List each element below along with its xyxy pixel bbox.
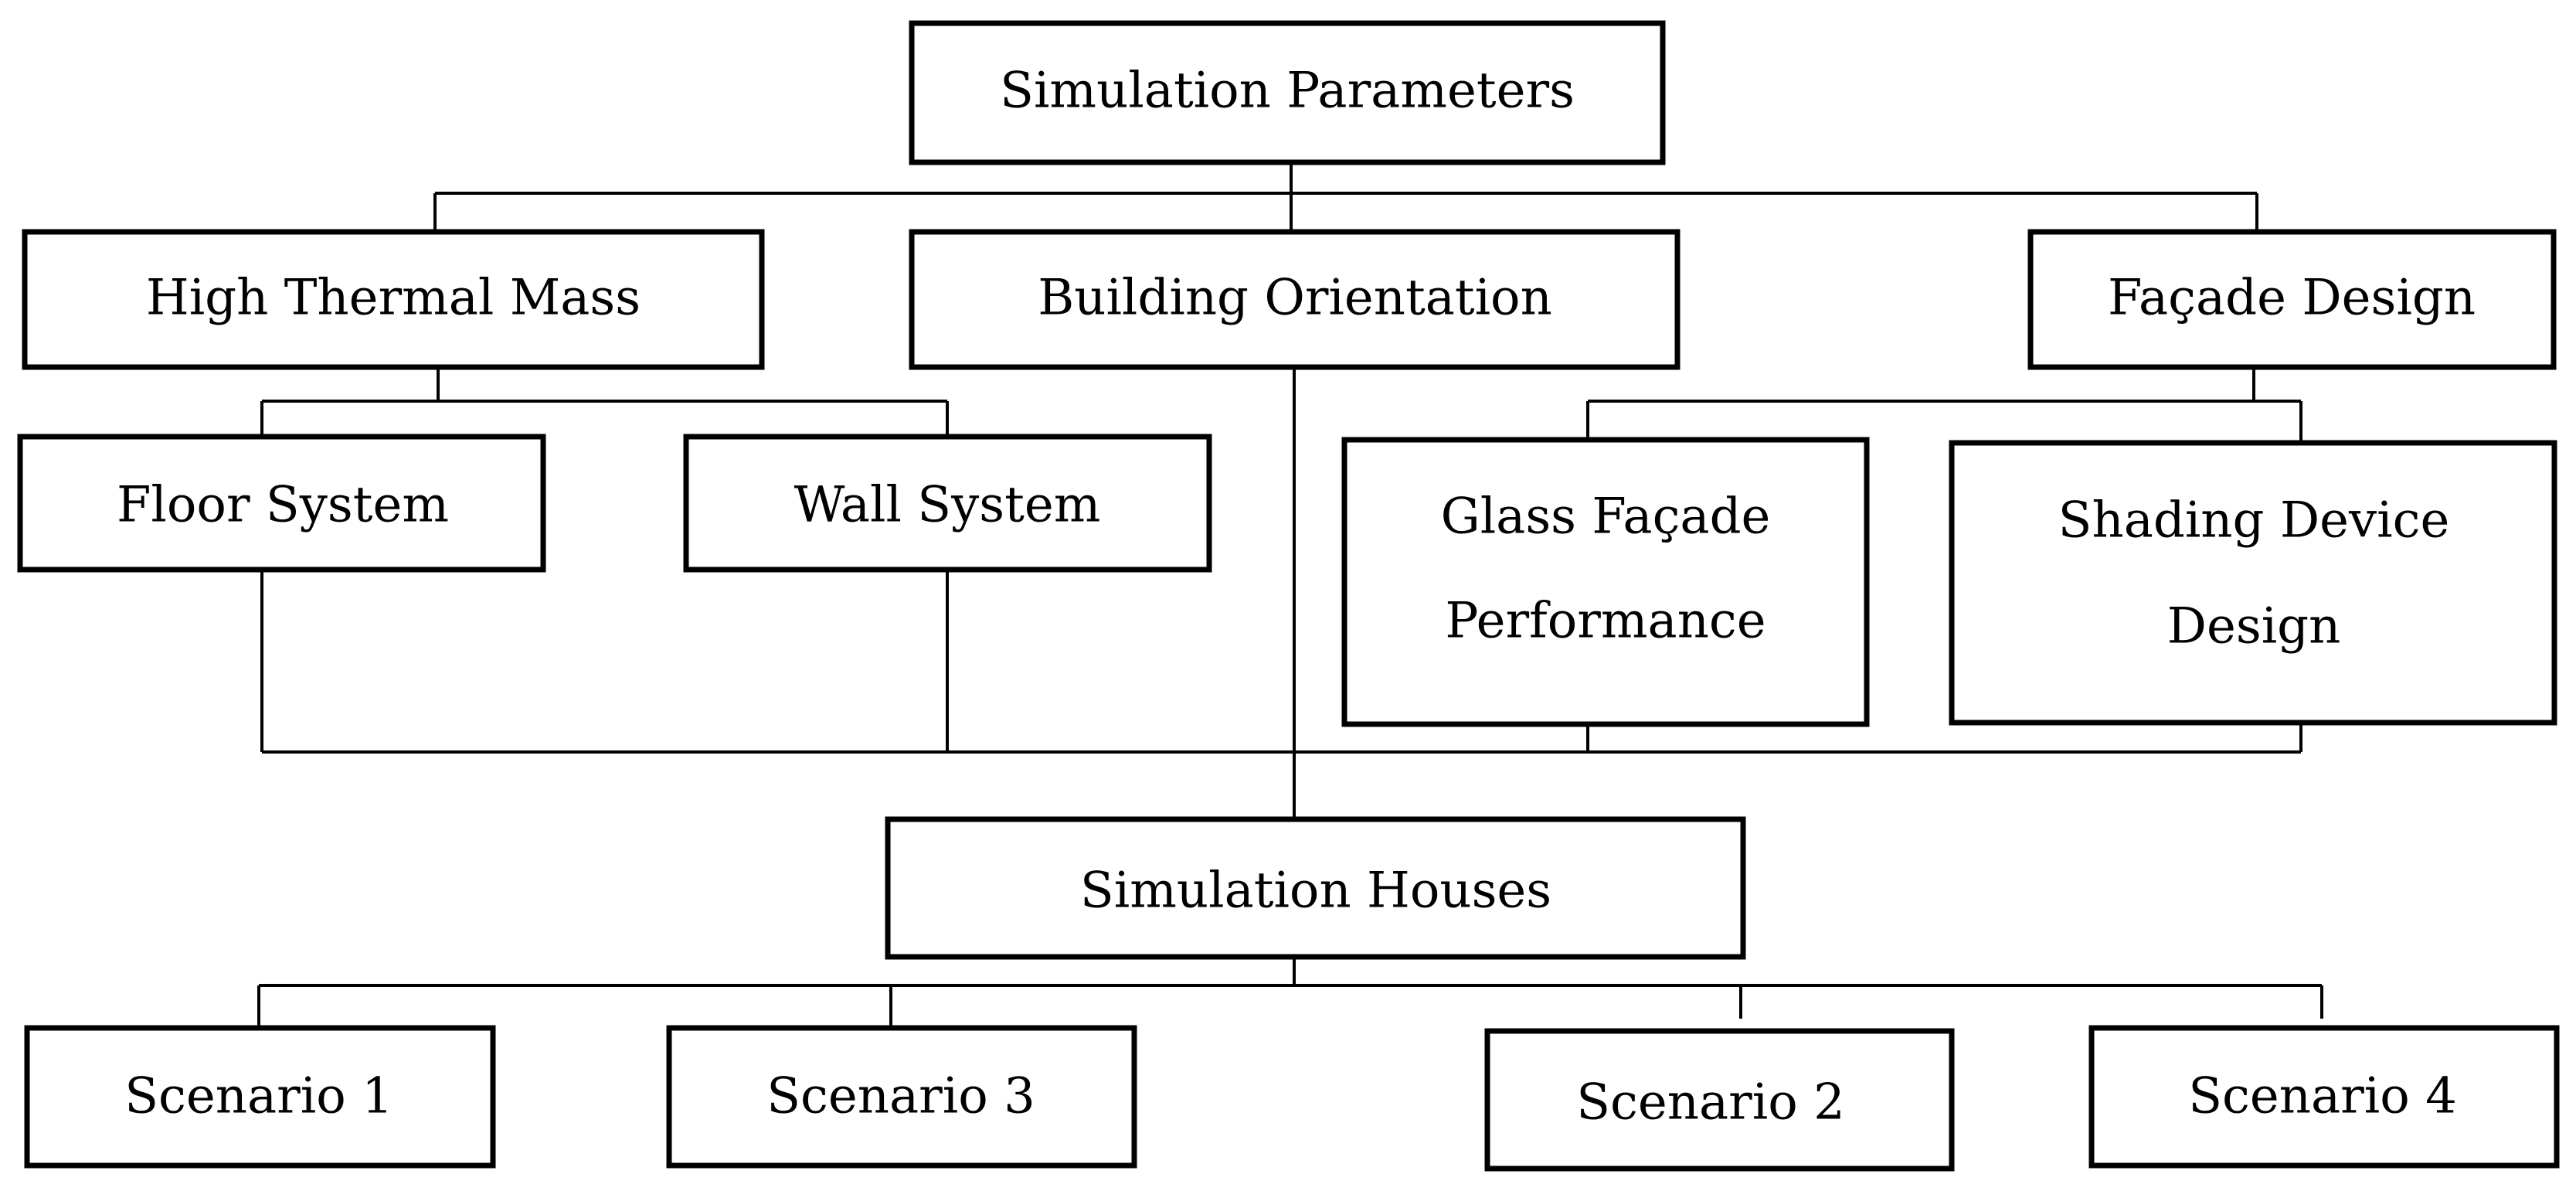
node-high-thermal-mass: High Thermal Mass: [22, 229, 765, 370]
node-shading-device-design: Shading Device Design: [1949, 440, 2557, 726]
node-box: [1484, 1028, 1955, 1172]
node-label-line-1: Glass Façade: [1441, 488, 1771, 546]
node-simulation-parameters: Simulation Parameters: [909, 20, 1666, 165]
node-box: [909, 229, 1681, 370]
node-box: [909, 20, 1666, 165]
node-box: [666, 1025, 1137, 1169]
node-label-line-1: Shading Device: [2058, 492, 2450, 550]
node-label: Simulation Houses: [1080, 863, 1551, 920]
node-label: Scenario 1: [124, 1068, 393, 1125]
node-label: Simulation Parameters: [1000, 63, 1575, 120]
node-label: Scenario 2: [1576, 1074, 1845, 1131]
node-scenario-3: Scenario 3: [666, 1025, 1137, 1169]
node-label-line-2: Design: [2167, 598, 2341, 655]
node-glass-facade-performance: Glass Façade Performance: [1341, 437, 1870, 727]
node-scenario-1: Scenario 1: [24, 1025, 496, 1169]
node-box: [24, 1025, 496, 1169]
node-wall-system: Wall System: [683, 434, 1212, 573]
node-box: [683, 434, 1212, 573]
node-scenario-2: Scenario 2: [1484, 1028, 1955, 1172]
node-box: [22, 229, 765, 370]
node-building-orientation: Building Orientation: [909, 229, 1681, 370]
node-label: Floor System: [117, 477, 449, 534]
node-simulation-houses: Simulation Houses: [885, 816, 1746, 960]
node-label: Façade Design: [2108, 270, 2476, 327]
node-scenario-4: Scenario 4: [2088, 1025, 2560, 1169]
node-label: Building Orientation: [1038, 270, 1552, 327]
node-box: [17, 434, 546, 573]
node-label-line-2: Performance: [1445, 593, 1765, 650]
node-box: [2027, 229, 2557, 370]
node-floor-system: Floor System: [17, 434, 546, 573]
node-label: Scenario 4: [2188, 1068, 2457, 1125]
node-label: High Thermal Mass: [146, 270, 641, 327]
node-box: [2088, 1025, 2560, 1169]
node-label: Wall System: [794, 477, 1101, 534]
node-box: [1341, 437, 1870, 727]
connectors: [257, 162, 2323, 1028]
node-label: Scenario 3: [766, 1068, 1035, 1125]
node-box: [885, 816, 1746, 960]
node-facade-design: Façade Design: [2027, 229, 2557, 370]
node-box: [1949, 440, 2557, 726]
